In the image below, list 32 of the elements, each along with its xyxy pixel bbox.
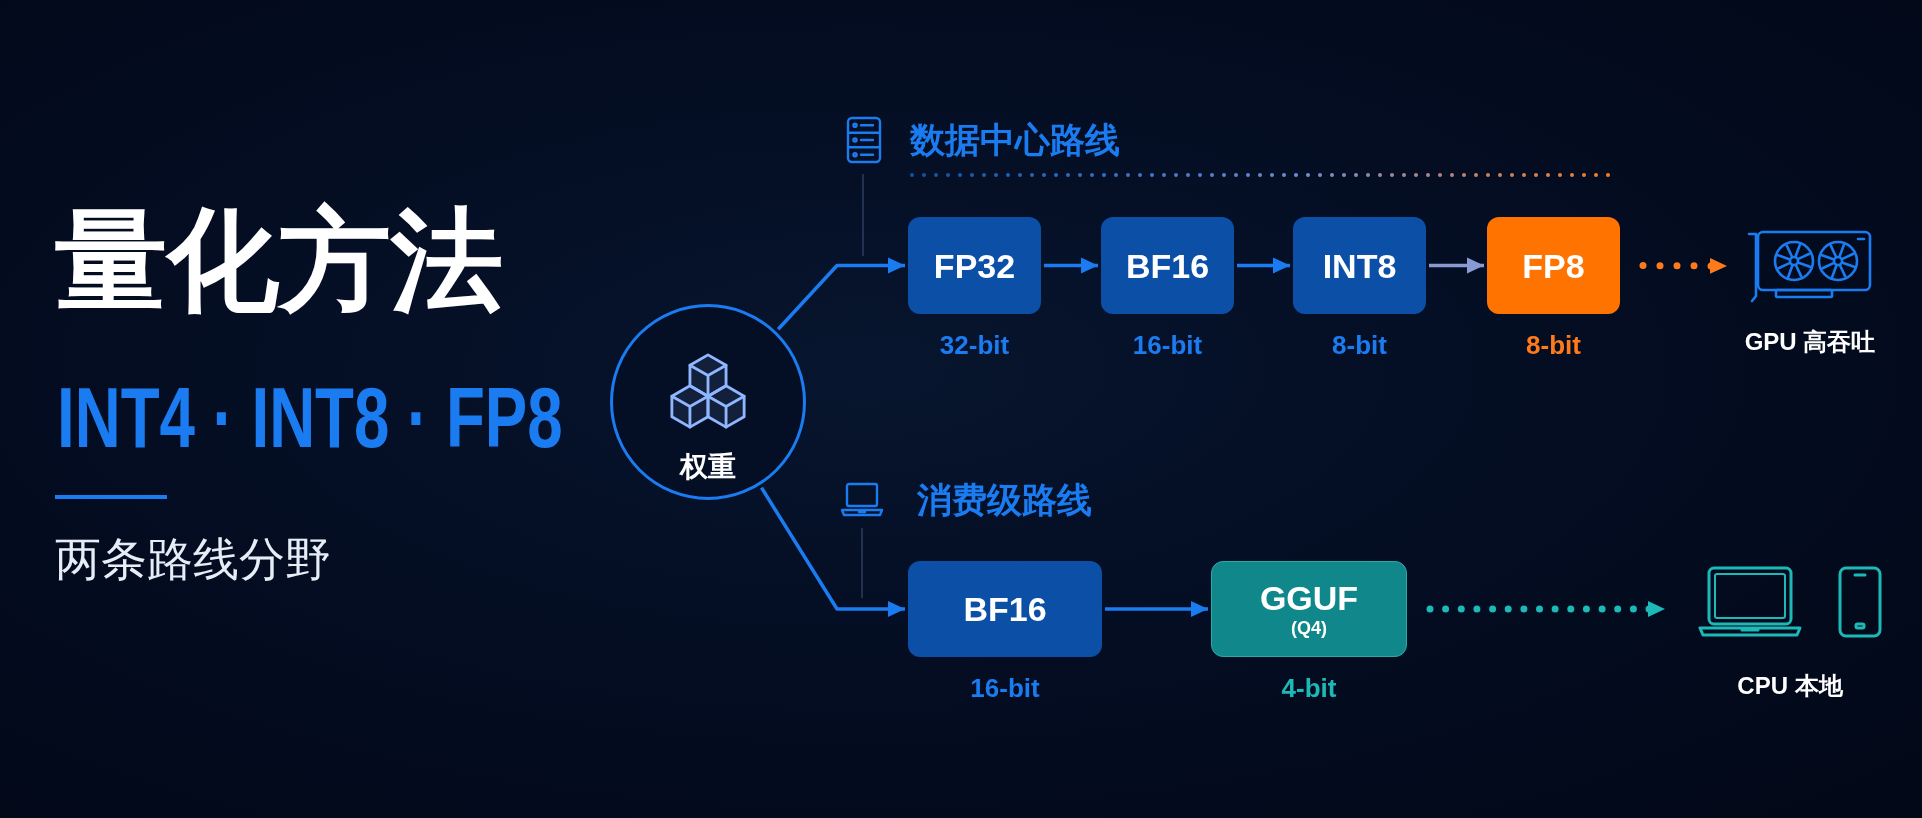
bit-width-label: 32-bit <box>939 332 1010 358</box>
device-caption: CPU 本地 <box>1737 674 1843 698</box>
format-subtitle: INT4 · INT8 · FP8 <box>57 374 563 460</box>
box-label: BF16 <box>963 592 1047 626</box>
format-box <box>908 561 1102 657</box>
bit-width-label: 8-bit <box>1526 332 1581 358</box>
format-box <box>1211 561 1407 657</box>
format-box <box>1293 217 1426 314</box>
route-heading: 数据中心路线 <box>910 122 1120 157</box>
box-label: FP32 <box>933 248 1016 283</box>
box-label: FP8 <box>1522 248 1585 283</box>
device-caption: GPU 高吞吐 <box>1744 330 1876 354</box>
arrow <box>1237 257 1290 274</box>
format-box <box>1101 217 1234 314</box>
box-label: BF16 <box>1125 248 1210 283</box>
node-label: 权重 <box>680 453 736 481</box>
arrow <box>1105 601 1208 617</box>
box-sublabel: (Q4) <box>1291 619 1327 637</box>
arrow <box>776 257 905 331</box>
bit-width-label: 8-bit <box>1332 332 1387 358</box>
route-heading: 消费级路线 <box>917 482 1092 517</box>
box-label: INT8 <box>1322 248 1397 283</box>
bit-width-label: 16-bit <box>970 675 1040 701</box>
arrow <box>760 486 905 617</box>
box-label: GGUF <box>1259 581 1359 615</box>
bit-width-label: 4-bit <box>1281 675 1337 701</box>
subtitle: 两条路线分野 <box>55 536 331 582</box>
bit-width-label: 16-bit <box>1132 332 1203 358</box>
arrow <box>1429 257 1484 274</box>
arrow <box>1044 257 1098 274</box>
format-box <box>1487 217 1620 314</box>
format-box <box>908 217 1041 314</box>
